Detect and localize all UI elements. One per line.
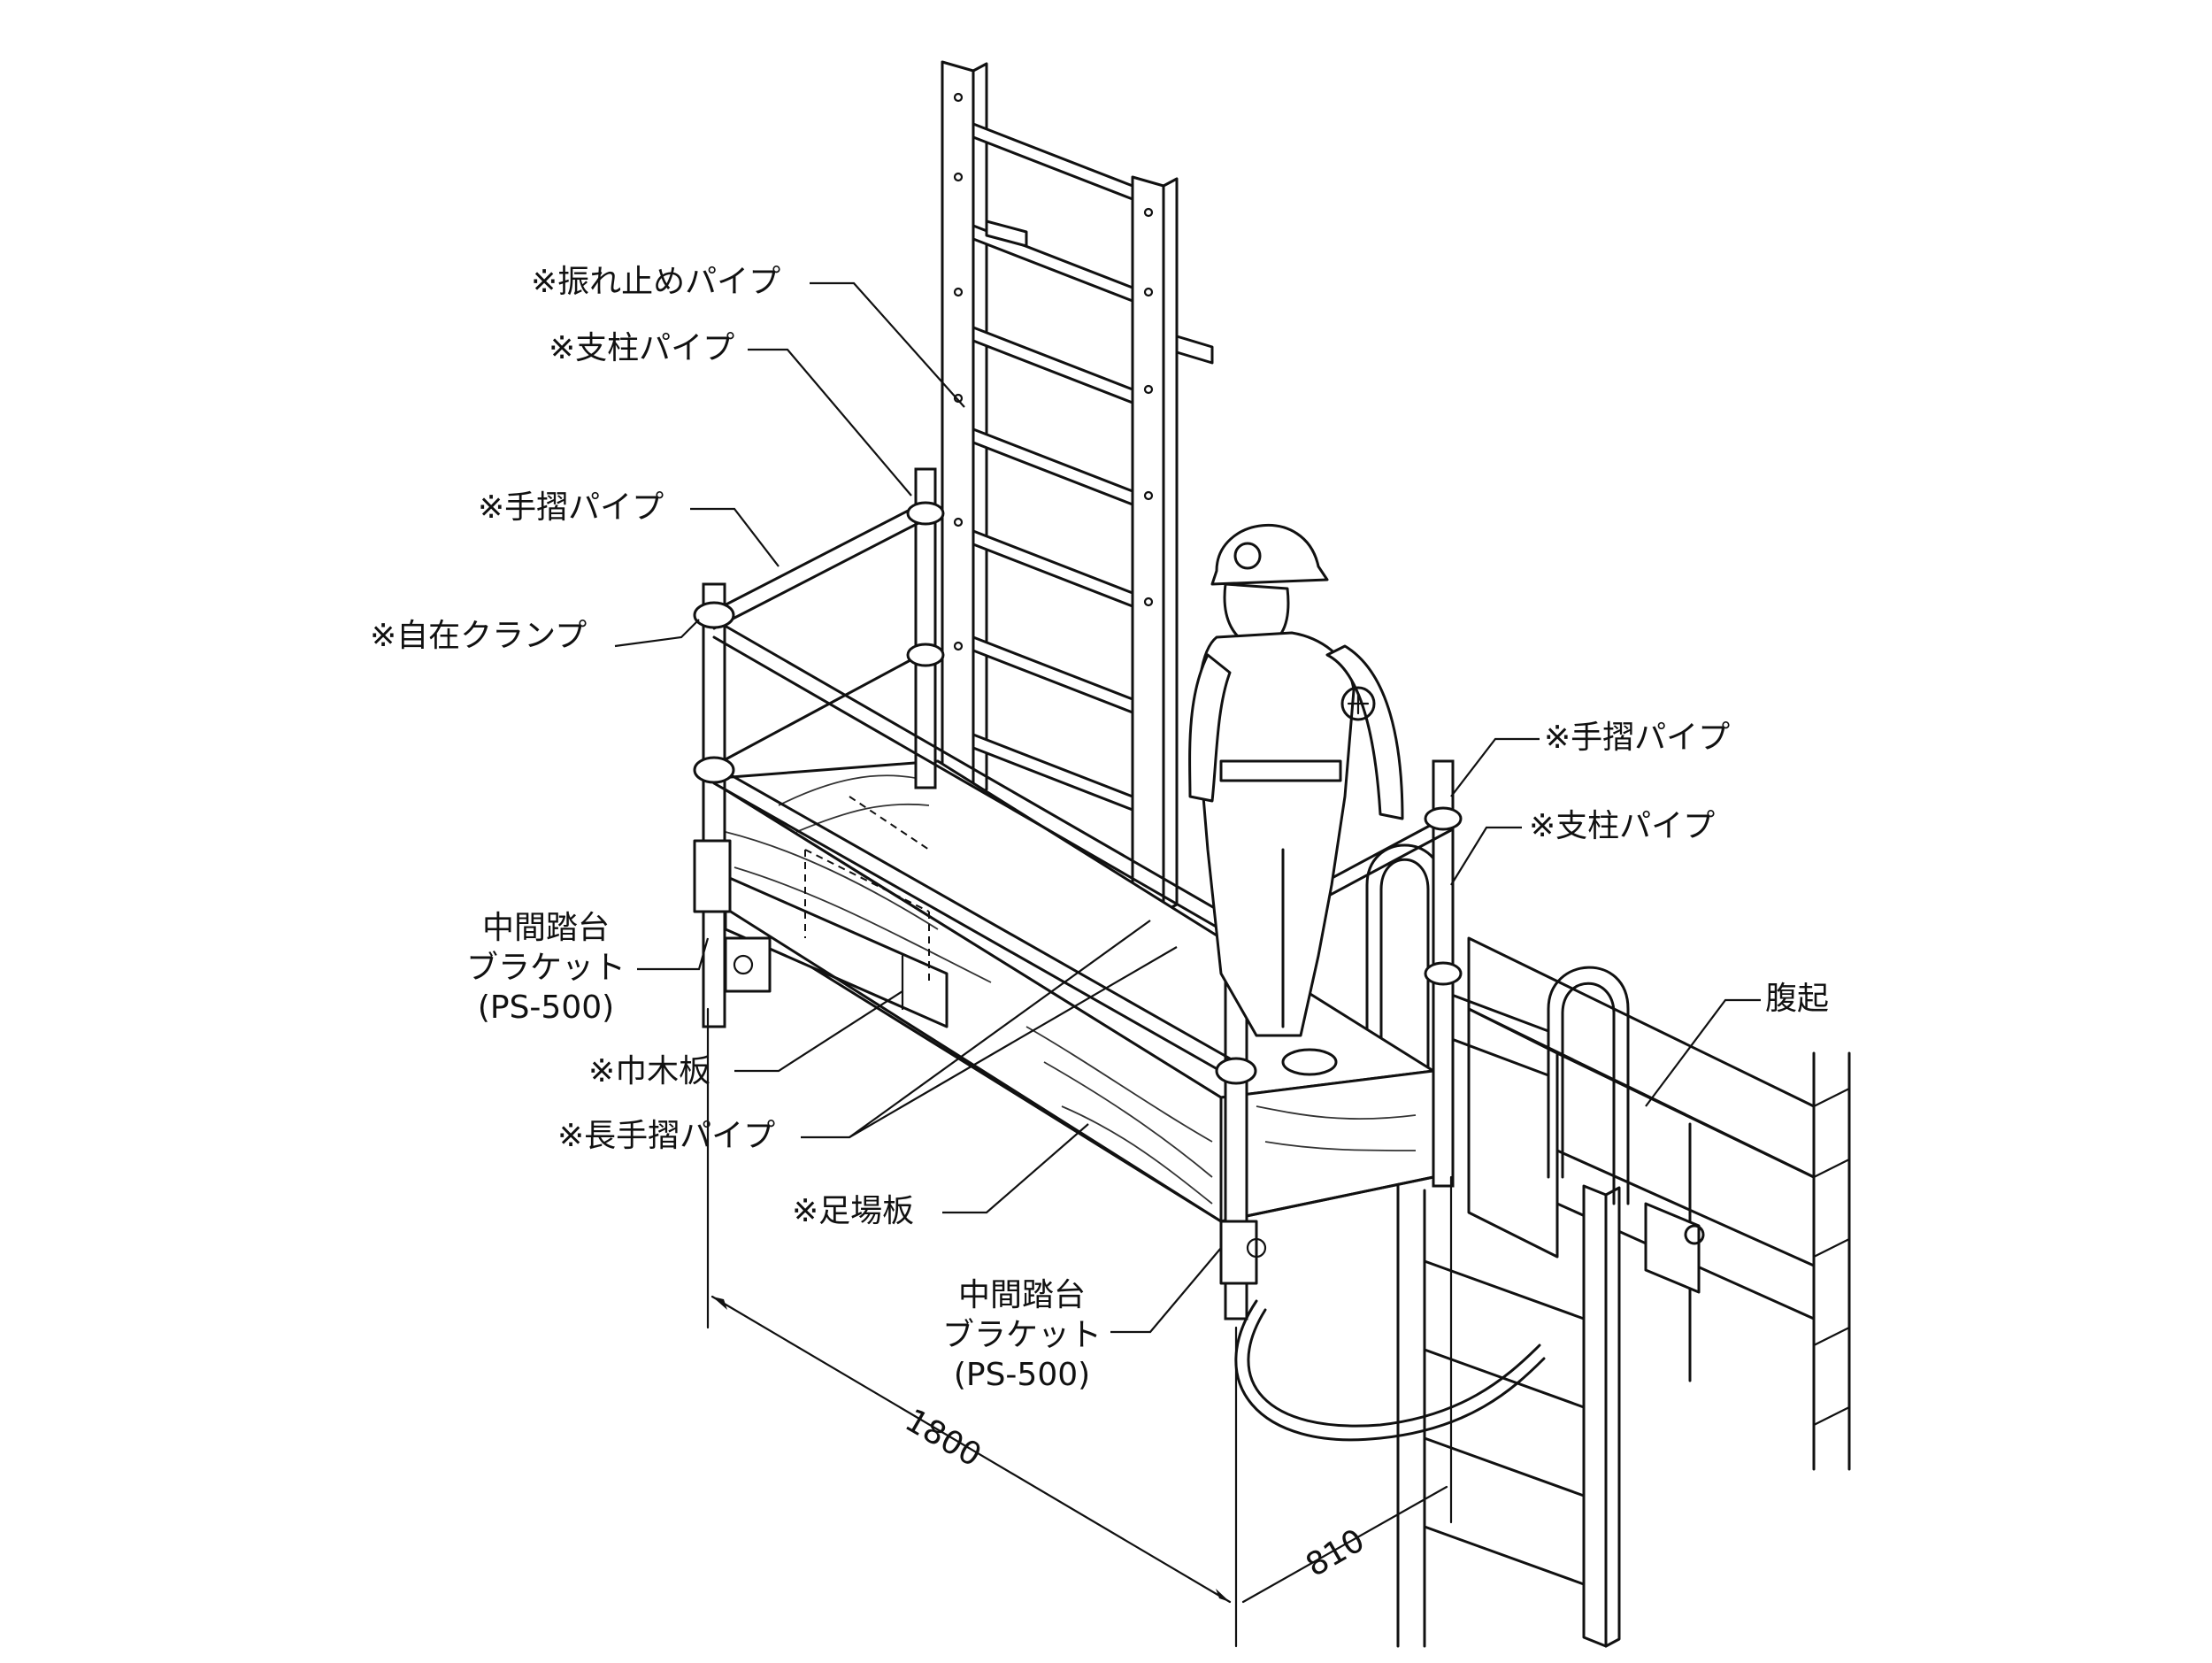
label-bracket-left-line2: ブラケット [466, 950, 626, 986]
label-post-pipe-right: ※支柱パイプ [1529, 808, 1715, 844]
wood-grain [725, 774, 1417, 1205]
label-bracket-right-line2: ブラケット [942, 1317, 1102, 1353]
callout-labels: ※振れ止めパイプ ※支柱パイプ ※手摺パイプ ※自在クランプ ※手摺パイプ ※支… [370, 264, 1829, 1584]
swivel-clamps [693, 501, 1463, 1085]
label-swivel-clamp: ※自在クランプ [370, 618, 587, 654]
dimension-lines [706, 1007, 1453, 1648]
dimension-length: 1800 [899, 1402, 987, 1474]
label-post-pipe-upper: ※支柱パイプ [549, 330, 734, 366]
label-bracket-right-line3: (PS-500) [954, 1357, 1090, 1393]
label-scaffold-board: ※足場板 [792, 1193, 914, 1229]
leader-lines [614, 281, 1761, 1334]
label-toe-board: ※巾木板 [588, 1053, 710, 1089]
label-web: 腹起 [1765, 981, 1829, 1017]
label-sway-stop-pipe: ※振れ止めパイプ [531, 264, 780, 300]
fixed-ladder [941, 60, 1214, 913]
lower-ladder [1234, 1175, 1621, 1648]
label-bracket-left-line3: (PS-500) [478, 989, 614, 1026]
dimension-width: 810 [1300, 1522, 1371, 1584]
label-handrail-pipe-right: ※手摺パイプ [1544, 720, 1730, 756]
label-long-handrail-pipe: ※長手摺パイプ [557, 1118, 775, 1154]
label-handrail-pipe-left: ※手摺パイプ [478, 489, 664, 526]
ladder-rungs [972, 122, 1134, 812]
steel-wale [1467, 936, 1851, 1471]
label-bracket-right-line1: 中間踏台 [958, 1277, 1086, 1313]
worker-figure [1188, 524, 1404, 1076]
label-bracket-left-line1: 中間踏台 [482, 910, 610, 946]
